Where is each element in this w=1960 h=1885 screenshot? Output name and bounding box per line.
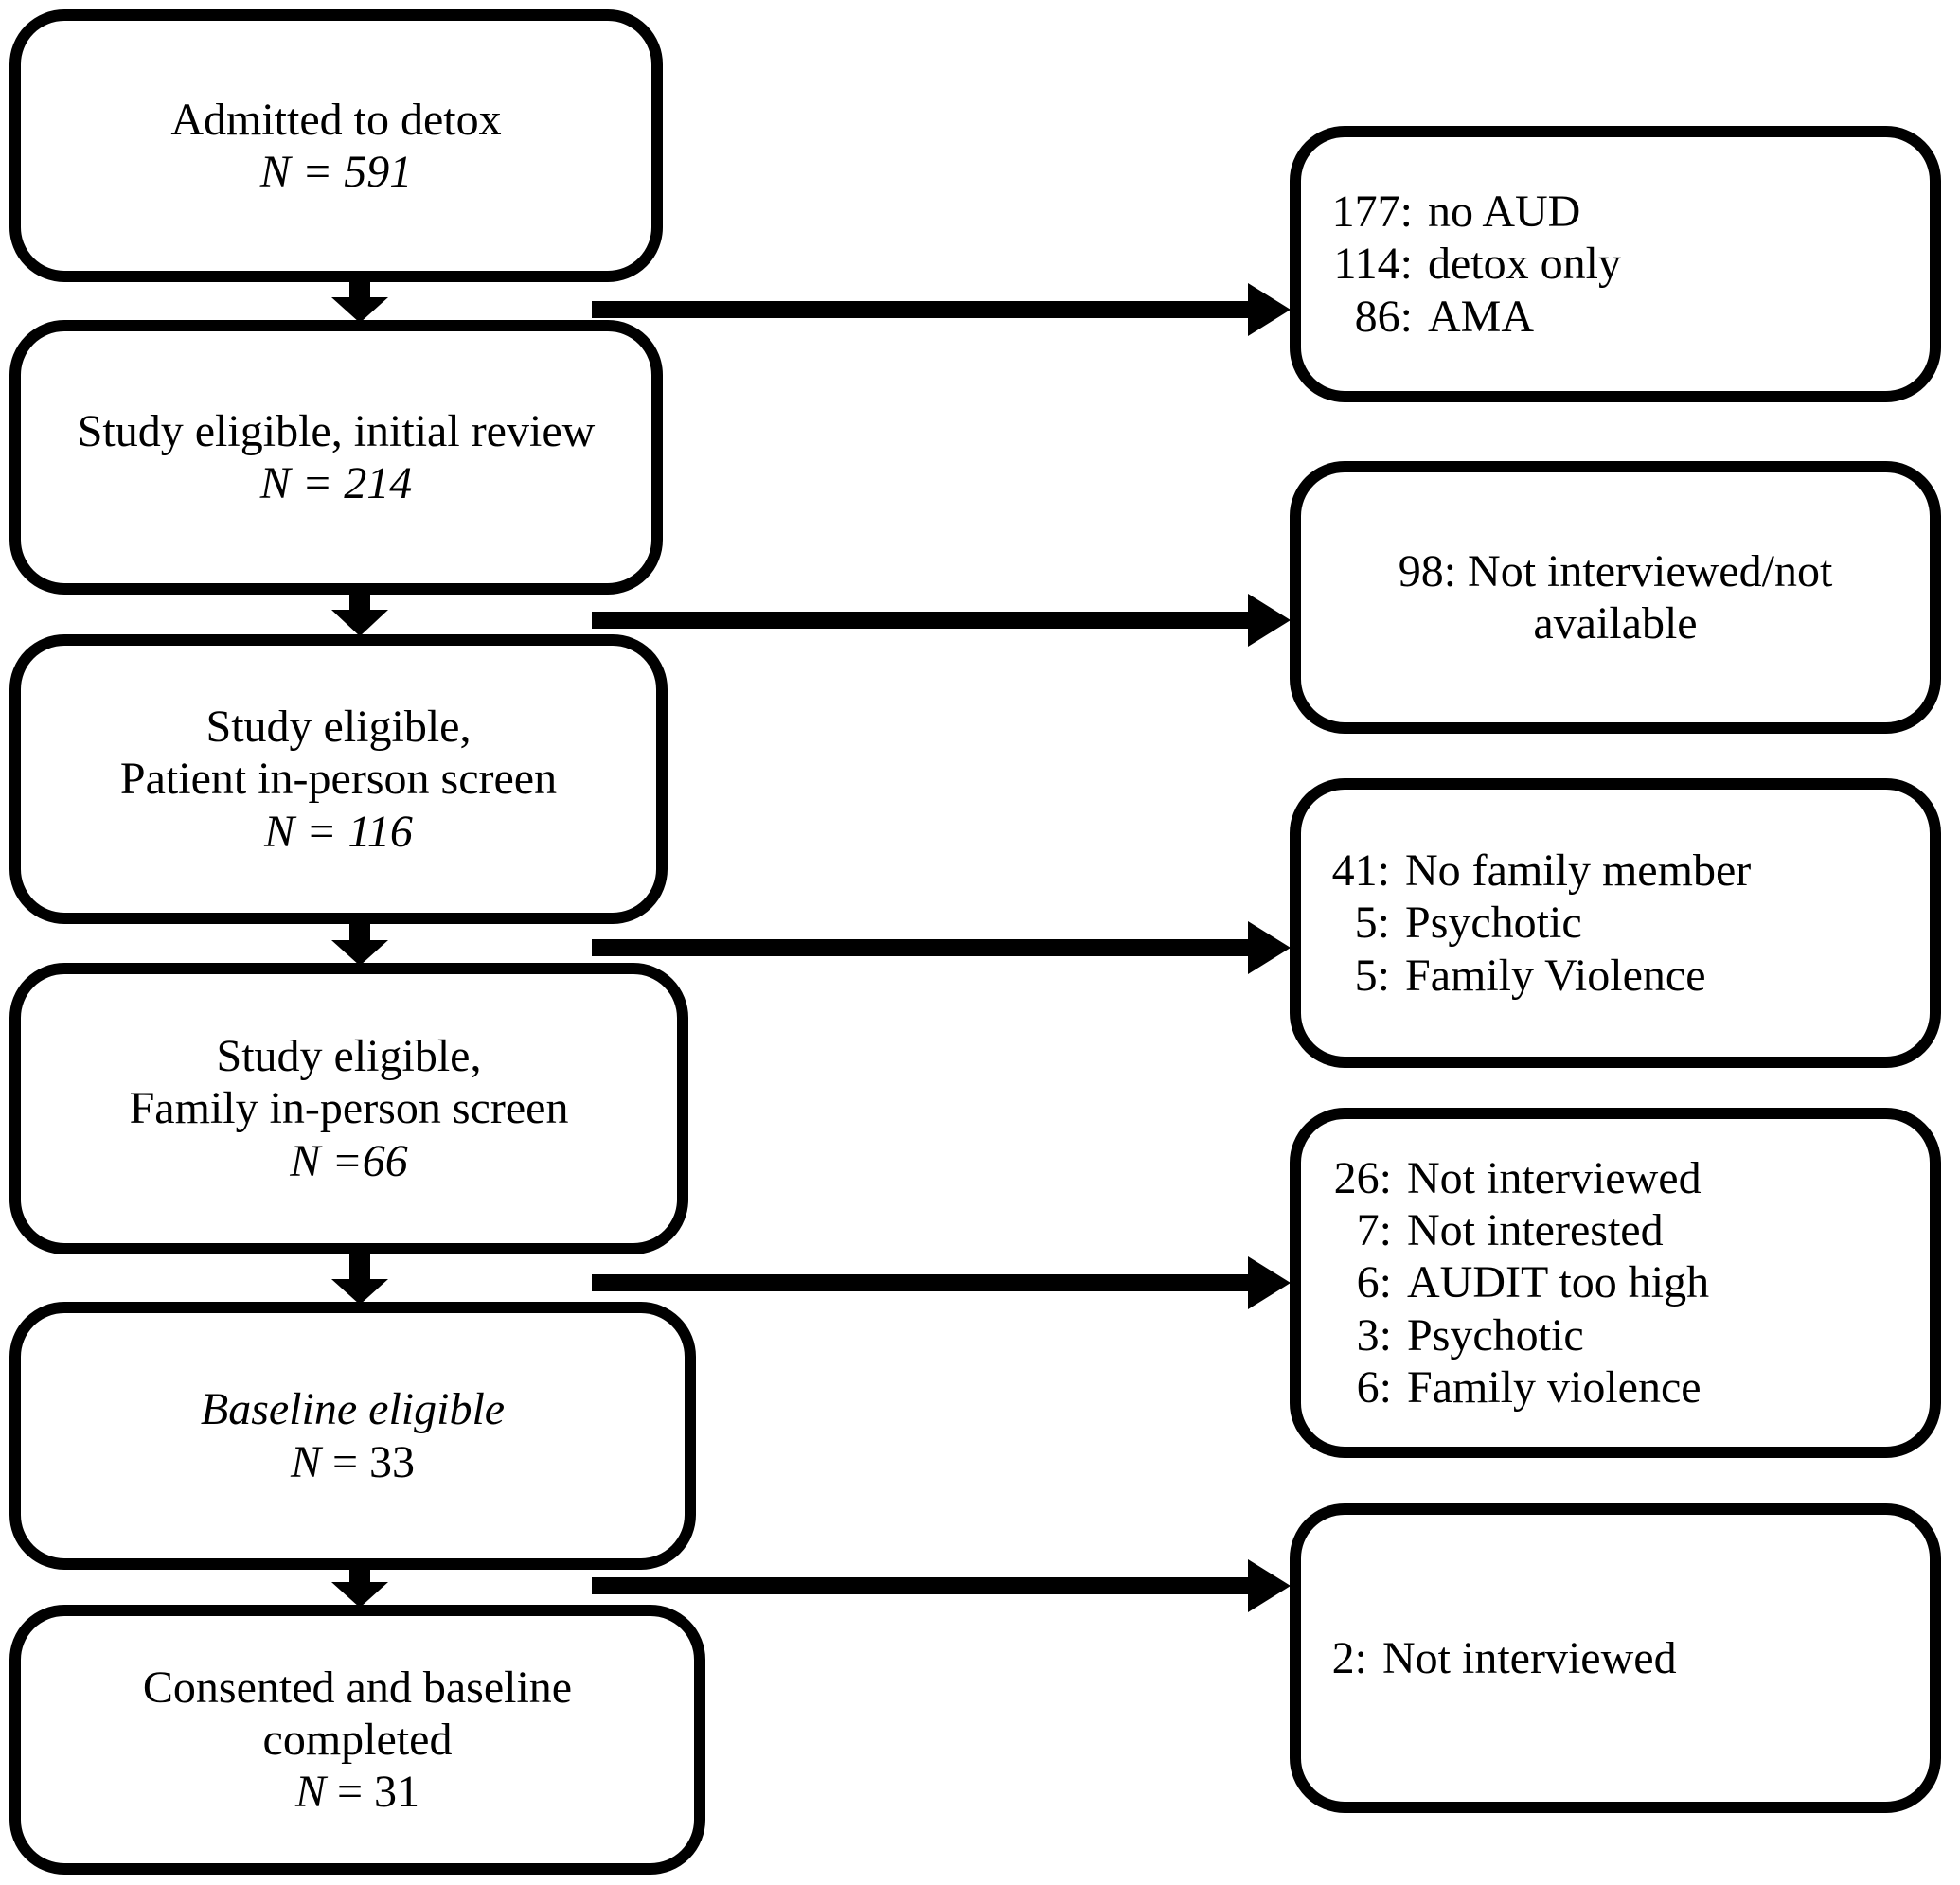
stage-n-line: N = 591 <box>259 147 413 197</box>
exclusion-item: 6:Family violence <box>1356 1361 1702 1413</box>
arrow-down-1 <box>331 278 388 323</box>
exclusion-box-baseline: 2:Not interviewed <box>1290 1503 1941 1813</box>
exclusion-item: 114:detox only <box>1333 239 1621 290</box>
stage-title-line: Patient in-person screen <box>119 754 558 805</box>
exclusion-item: 41:No family member <box>1331 845 1752 897</box>
stage-title-line: Study eligible, <box>205 702 472 753</box>
arrow-right-3 <box>592 921 1291 974</box>
arrow-right-4 <box>592 1256 1291 1309</box>
stage-title-line: Family in-person screen <box>129 1083 569 1134</box>
exclusion-item: 26:Not interviewed <box>1333 1153 1702 1204</box>
exclusion-item: 3:Psychotic <box>1356 1309 1584 1360</box>
exclusion-item: 5:Family Violence <box>1354 950 1706 1001</box>
stage-n-line: N =66 <box>290 1135 408 1186</box>
exclusion-box-initial-review: 98: Not interviewed/not available <box>1290 461 1941 734</box>
stage-title-line: Baseline eligible <box>200 1384 506 1435</box>
arrow-right-1 <box>592 283 1291 336</box>
exclusion-box-detox: 177:no AUD 114:detox only 86:AMA <box>1290 126 1941 402</box>
exclusion-box-patient-screen: 41:No family member 5:Psychotic 5:Family… <box>1290 778 1941 1068</box>
exclusion-item: 177:no AUD <box>1331 187 1581 238</box>
stage-title-line: Admitted to detox <box>170 94 502 145</box>
exclusion-item: 7:Not interested <box>1356 1205 1664 1256</box>
flow-box-admitted: Admitted to detox N = 591 <box>9 9 663 282</box>
stage-n-line: N = 214 <box>259 458 413 508</box>
arrow-down-2 <box>331 591 388 636</box>
exclusion-item: 6:AUDIT too high <box>1356 1257 1710 1308</box>
flow-box-initial-review: Study eligible, initial review N = 214 <box>9 320 663 595</box>
stage-n-line: N = 116 <box>264 806 413 857</box>
exclusion-item: 98: Not interviewed/not <box>1398 545 1833 596</box>
exclusion-box-family-screen: 26:Not interviewed 7:Not interested 6:AU… <box>1290 1108 1941 1458</box>
stage-n-line: N = 33 <box>290 1436 416 1487</box>
stage-title-line: Consented and baseline <box>142 1662 573 1713</box>
stage-title-line: Study eligible, <box>216 1031 482 1082</box>
stage-title-line: completed <box>262 1714 453 1765</box>
exclusion-item: available <box>1533 598 1698 649</box>
flow-box-patient-screen: Study eligible, Patient in-person screen… <box>9 634 668 924</box>
arrow-right-2 <box>592 594 1291 647</box>
stage-n-line: N = 31 <box>294 1767 420 1818</box>
exclusion-item: 2:Not interviewed <box>1331 1632 1677 1683</box>
flow-box-consented: Consented and baseline completed N = 31 <box>9 1605 705 1875</box>
exclusion-item: 86:AMA <box>1354 291 1535 342</box>
flow-box-family-screen: Study eligible, Family in-person screen … <box>9 963 688 1254</box>
exclusion-item: 5:Psychotic <box>1354 898 1582 949</box>
stage-title-line: Study eligible, initial review <box>77 405 596 456</box>
arrow-right-5 <box>592 1559 1291 1612</box>
arrow-down-3 <box>331 920 388 966</box>
arrow-down-5 <box>331 1566 388 1608</box>
arrow-down-4 <box>331 1251 388 1305</box>
flow-box-baseline-eligible: Baseline eligible N = 33 <box>9 1302 696 1570</box>
